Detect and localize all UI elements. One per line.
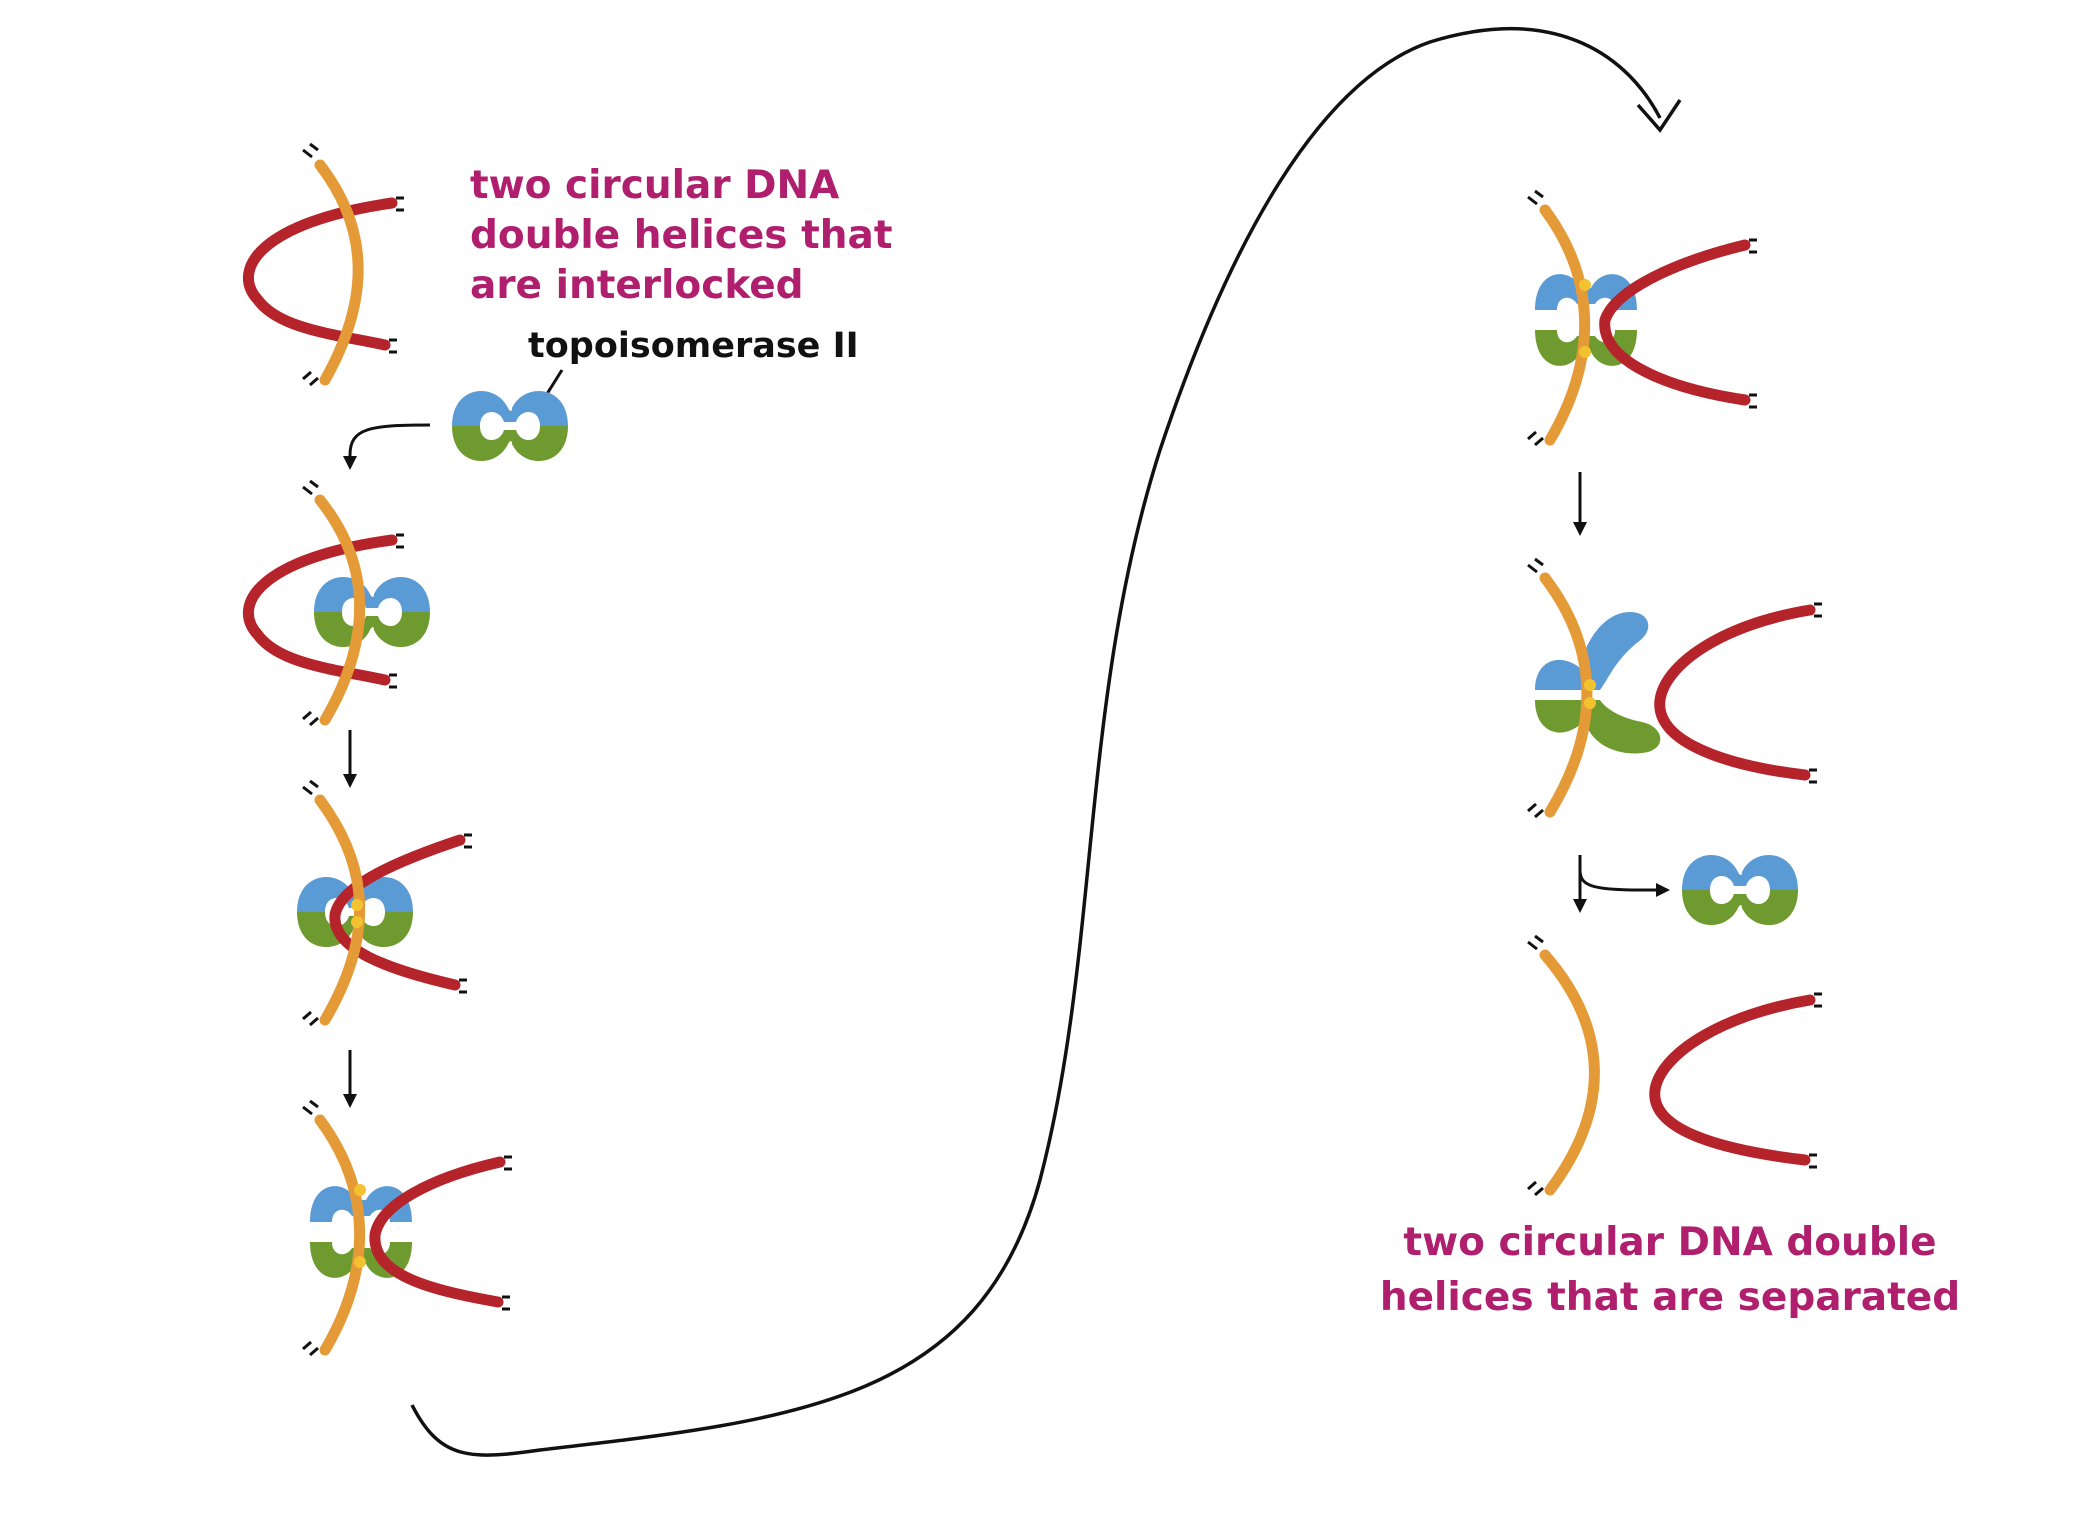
step-4-gate-open [302, 1099, 512, 1357]
label-interlocked-line-1: two circular DNA [470, 163, 839, 208]
binding-arrow [348, 423, 431, 465]
topoisomerase-enzyme-free [452, 390, 568, 462]
step-6-strand-passed [1527, 557, 1822, 819]
label-interlocked-line-2: double helices that [470, 213, 892, 258]
step-7-separated-dna [1527, 934, 1822, 1197]
step-2-enzyme-bound [243, 479, 430, 727]
continuation-arrow [410, 27, 1662, 1457]
arrowhead-step-3-4 [343, 1094, 357, 1108]
arrowhead-step-2-3 [343, 774, 357, 788]
release-arrowhead-right [1656, 883, 1670, 897]
label-interlocked-line-3: are interlocked [470, 263, 804, 308]
label-separated-line-2: helices that are separated [1380, 1275, 1960, 1320]
continuation-arrowhead [1636, 99, 1682, 133]
step-5-gate-open [1527, 189, 1757, 447]
label-topoisomerase-ii: topoisomerase II [528, 326, 859, 366]
binding-arrowhead [343, 456, 357, 470]
step-1-interlocked-dna [243, 142, 404, 387]
release-arrow [1578, 855, 1662, 905]
release-arrowhead-down [1573, 899, 1587, 913]
arrowhead-step-5-6 [1573, 522, 1587, 536]
step-3-strand-cleavage [297, 779, 472, 1027]
topoisomerase-enzyme-released [1682, 854, 1798, 926]
label-separated-line-1: two circular DNA double [1403, 1220, 1936, 1265]
